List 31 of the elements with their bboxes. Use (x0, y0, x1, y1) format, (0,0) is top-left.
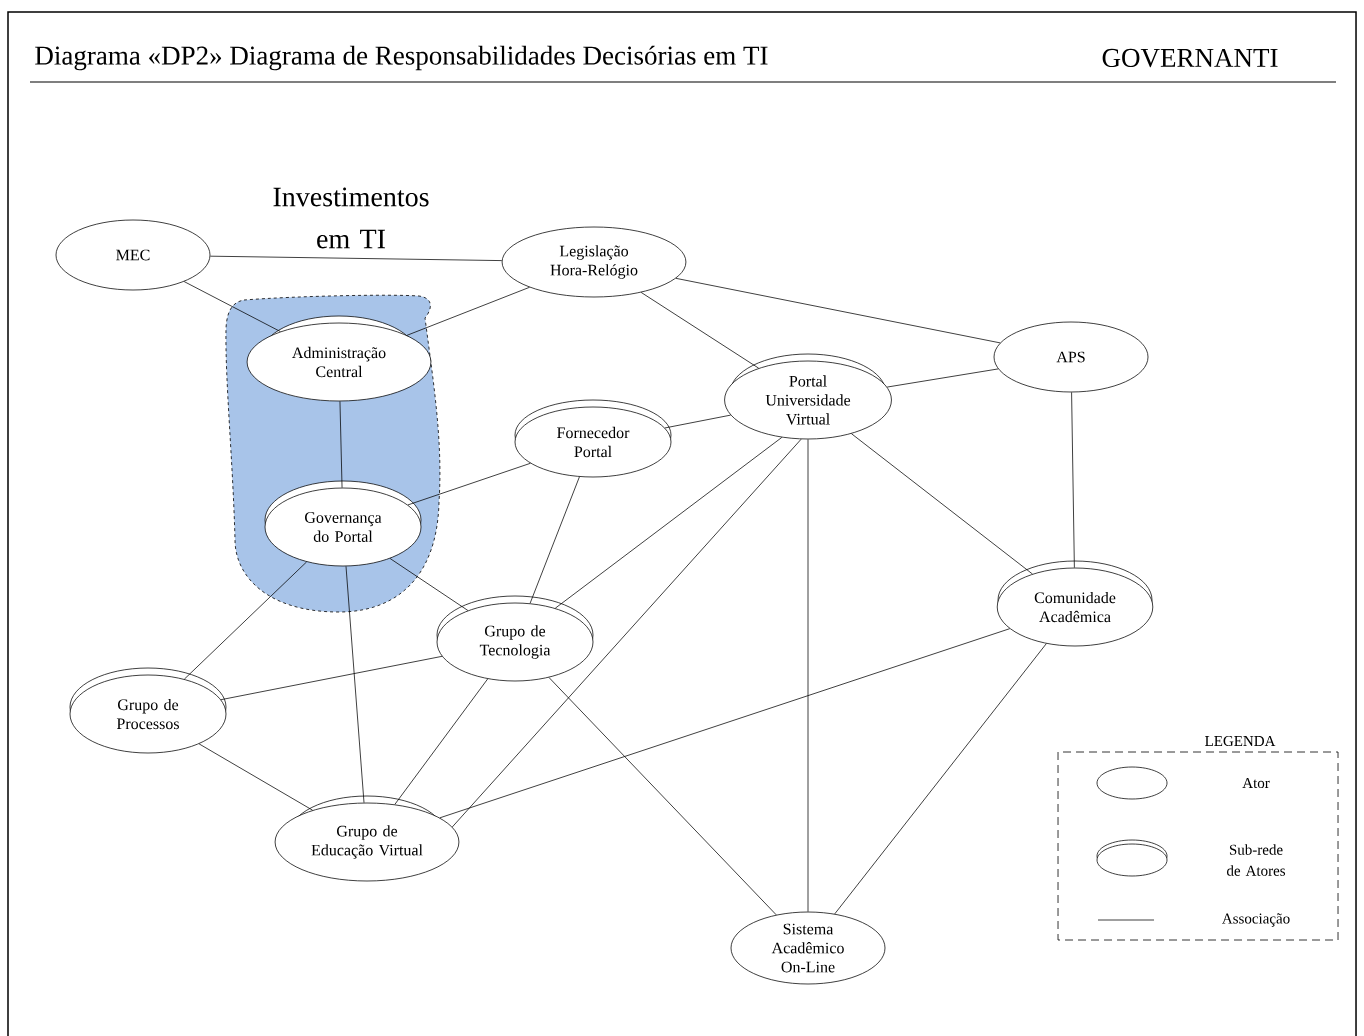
association-line (345, 565, 365, 804)
association-line (339, 401, 343, 488)
region-heading: Investimentos em TI (273, 187, 429, 249)
association-line (851, 433, 1033, 575)
association-line (406, 286, 530, 336)
association-line (209, 255, 503, 261)
association-line (548, 677, 777, 916)
legend-label: Sub-rede de Atores (1227, 844, 1286, 876)
association-line (675, 277, 1001, 344)
association-line (198, 743, 313, 811)
legend-label: Ator (1242, 778, 1270, 789)
diagram-title: Diagrama «DP2» Diagrama de Responsabilidades Decisórias em TI (35, 45, 768, 71)
association-line (1071, 392, 1075, 568)
association-line (394, 678, 489, 805)
association-line (439, 628, 1011, 819)
header-label: GOVERNANTI (1102, 48, 1278, 68)
association-line (807, 439, 809, 912)
association-line (183, 281, 281, 332)
association-line (886, 368, 999, 388)
association-line (834, 643, 1047, 915)
association-line (389, 558, 469, 611)
association-line (664, 414, 731, 429)
association-line (407, 462, 531, 506)
legend-title: LEGENDA (1205, 735, 1276, 747)
association-line (184, 561, 307, 680)
association-line (529, 476, 580, 604)
association-line (220, 655, 443, 701)
association-line (451, 438, 802, 828)
association-line (640, 292, 760, 369)
association-line (554, 437, 783, 609)
legend-label: Associação (1222, 913, 1290, 927)
